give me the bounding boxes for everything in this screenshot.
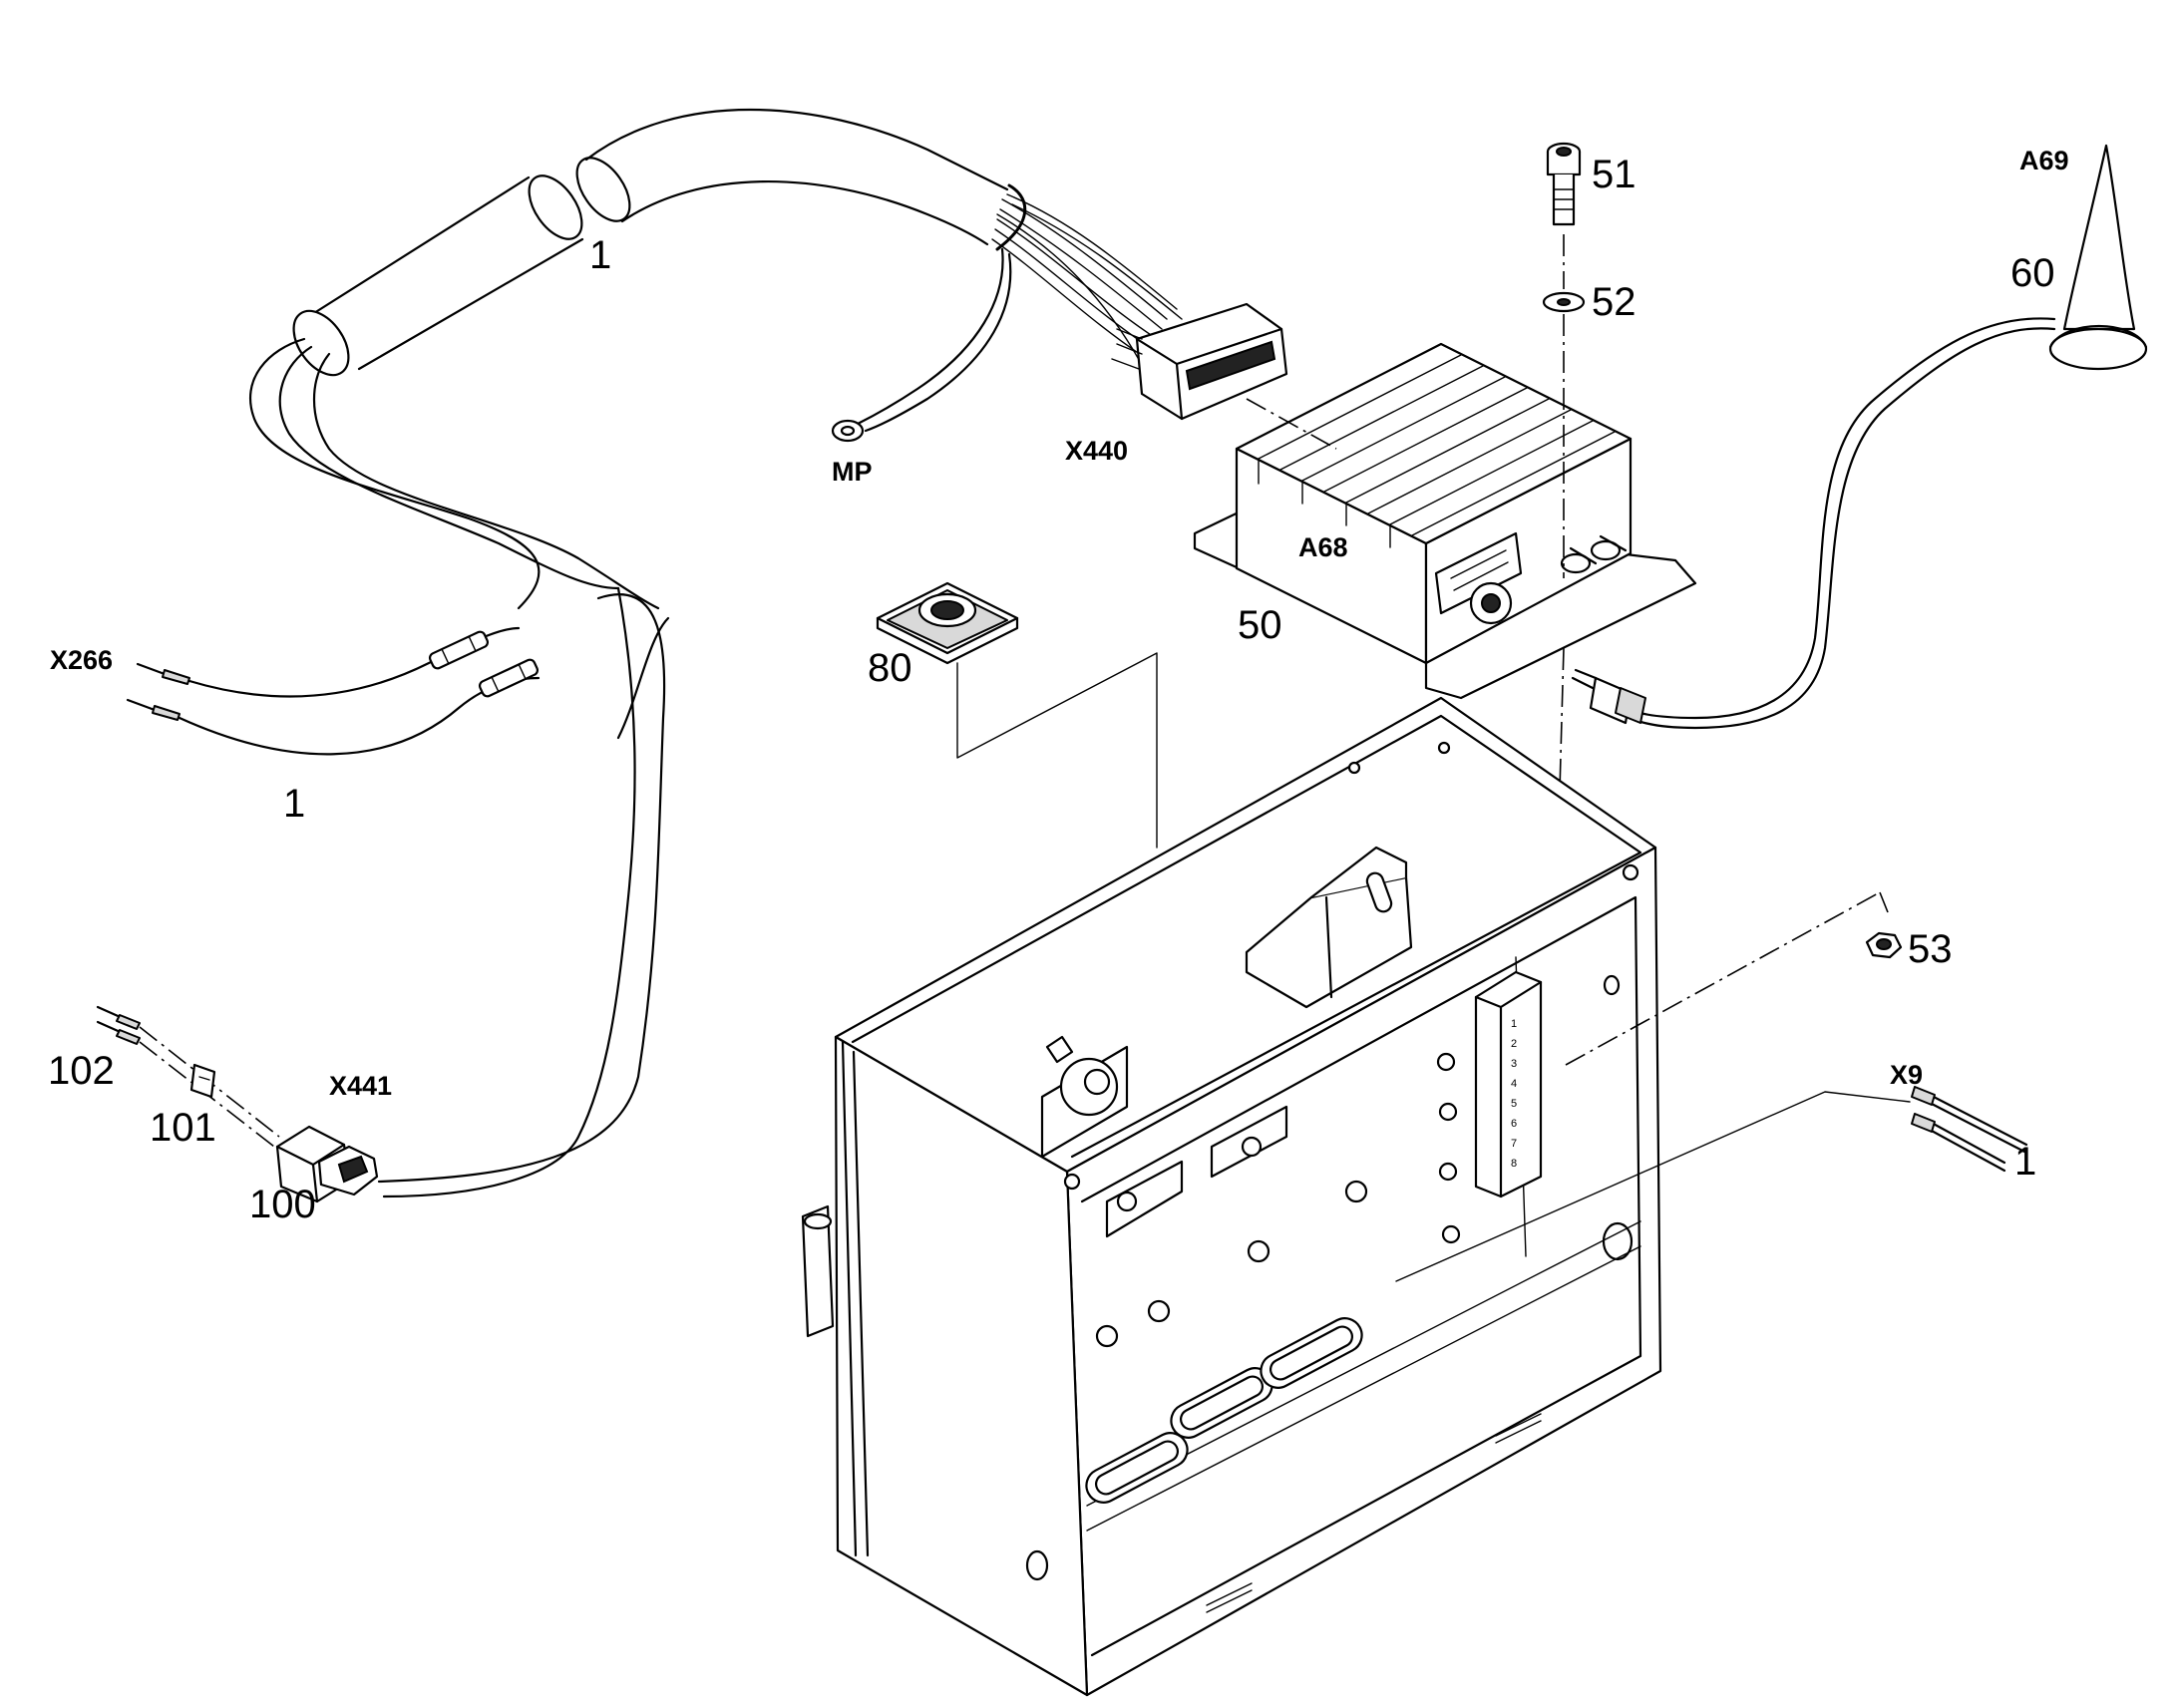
label-part-100: 100 <box>249 1183 316 1226</box>
label-mp: MP <box>832 457 873 487</box>
a69-antenna <box>1571 144 2148 730</box>
scale-mark-8: 8 <box>1511 1158 1517 1170</box>
harness-branch-wires <box>248 337 670 1198</box>
label-a69: A69 <box>2019 146 2069 175</box>
cable-tie-mount <box>876 581 1158 849</box>
scale-mark-3: 3 <box>1511 1058 1517 1070</box>
label-part-50: 50 <box>1238 603 1282 647</box>
diagram-labels: 1 MP X440 X266 1 80 A68 50 51 52 A69 60 … <box>48 146 2069 1226</box>
bolt-washer <box>1542 142 1586 863</box>
label-x441: X441 <box>329 1071 392 1101</box>
wiring-harness <box>292 108 1288 443</box>
label-harness-left: 1 <box>283 782 305 826</box>
mounting-nuts <box>1063 741 1639 1348</box>
heatsink-fins <box>1258 354 1616 548</box>
electrical-enclosure: 1 2 3 4 5 6 7 8 <box>801 696 1662 1697</box>
scale-mark-6: 6 <box>1511 1118 1517 1130</box>
scale-mark-7: 7 <box>1511 1138 1517 1150</box>
label-part-80: 80 <box>868 646 912 690</box>
label-x440: X440 <box>1065 436 1128 466</box>
x266-wires <box>126 626 541 756</box>
label-part-101: 101 <box>150 1106 216 1150</box>
label-harness-right: 1 <box>2014 1140 2036 1184</box>
label-a68: A68 <box>1298 532 1348 562</box>
label-part-60: 60 <box>2010 251 2055 295</box>
label-part-102: 102 <box>48 1049 115 1093</box>
scale-mark-1: 1 <box>1511 1018 1517 1030</box>
label-part-52: 52 <box>1592 280 1636 324</box>
x441-connector-group <box>96 1005 379 1203</box>
label-x266: X266 <box>50 645 113 675</box>
x9-wires <box>1395 1086 2028 1282</box>
scale-mark-4: 4 <box>1511 1078 1517 1090</box>
label-harness-top: 1 <box>589 233 611 277</box>
x440-connector <box>1111 302 1288 421</box>
label-part-51: 51 <box>1592 153 1636 196</box>
label-x9: X9 <box>1890 1060 1923 1090</box>
scale-mark-2: 2 <box>1511 1038 1517 1050</box>
label-part-53: 53 <box>1908 927 1953 971</box>
terminal-strip: 1 2 3 4 5 6 7 8 <box>1474 970 1543 1198</box>
hex-nut <box>1865 931 1903 959</box>
a68-control-module <box>1193 342 1697 700</box>
scale-mark-5: 5 <box>1511 1098 1517 1110</box>
cable-slots <box>1085 1317 1363 1504</box>
